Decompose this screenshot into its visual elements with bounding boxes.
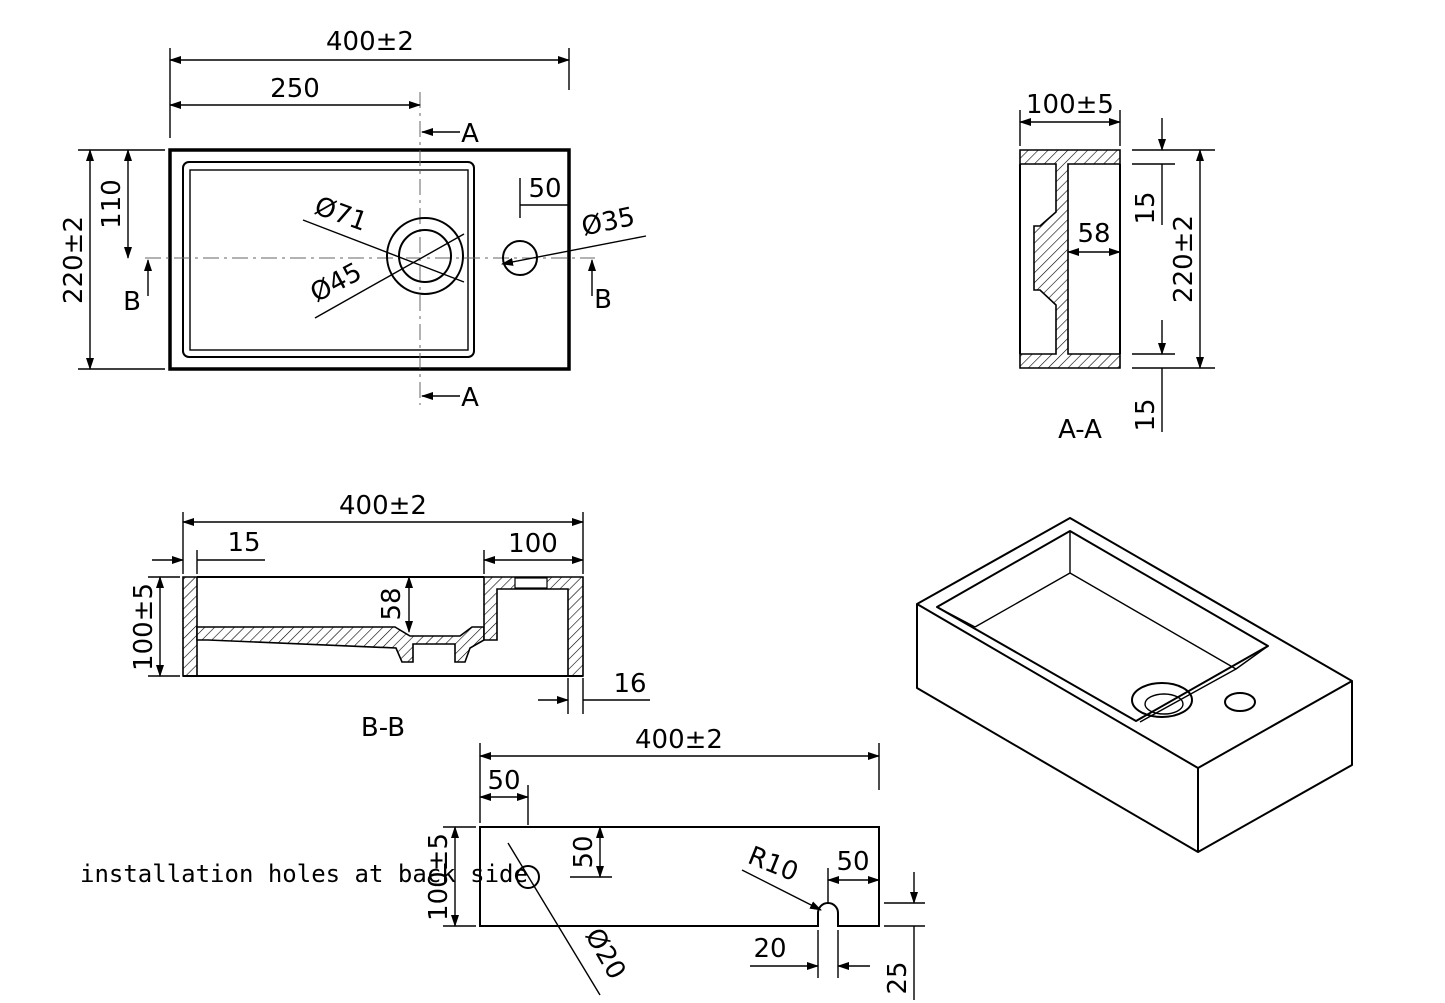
basin-outer-edge [182,161,475,358]
section-a-top-label: A [461,119,479,149]
iso-drain-outer [1131,682,1193,718]
top-view: 400±2 250 220±2 110 A A B B 50 Ø71 Ø45 Ø… [59,27,647,413]
dim-back-height: 100±5 [424,833,454,921]
basin-inner-edge [189,169,469,351]
section-aa-label: A-A [1058,415,1102,445]
dim-aa-height: 220±2 [1169,215,1199,303]
leader-r10 [741,869,822,911]
leader-d45 [314,233,465,319]
dim-aa-wall-top: 15 [1131,191,1161,224]
iso-basin-floor [974,572,1237,723]
dim-bb-depth: 58 [377,587,407,620]
back-outline [479,826,880,927]
drain-inner-circle [398,229,452,283]
section-bb-left-wall [182,576,198,677]
dim-back-hole-height: 50 [569,835,599,868]
dim-top-width: 400±2 [326,27,414,57]
installation-note: installation holes at back side [80,860,528,888]
dim-back-slot-offset: 50 [836,847,869,877]
dim-bb-width: 400±2 [339,491,427,521]
iso-top-face [916,517,1353,769]
dim-top-center: 250 [270,74,320,104]
dim-drain-outer: Ø71 [310,191,371,238]
dim-back-slot-radius: R10 [744,841,803,888]
dim-top-half-height: 110 [97,179,127,229]
iso-side-face [1197,681,1353,853]
section-bb-view: 400±2 15 100 100±5 58 16 B-B [129,491,650,743]
iso-drain-inner [1144,693,1184,715]
section-aa-hatch [1019,149,1121,369]
section-bb-floor [196,626,485,663]
dim-aa-wall-bottom: 15 [1131,398,1161,431]
dim-bb-shelf: 100 [508,529,558,559]
dim-bb-height: 100±5 [129,583,159,671]
install-hole-circle [516,865,540,889]
dim-bb-wall-right: 16 [613,669,646,699]
dim-drain-inner: Ø45 [306,257,367,309]
section-bb-right-block [483,576,584,677]
isometric-view [916,517,1353,853]
dim-aa-width: 100±5 [1026,90,1114,120]
iso-front-face [916,604,1199,853]
dim-top-height: 220±2 [59,216,89,304]
leader-d35 [501,235,647,266]
dim-back-width: 400±2 [635,725,723,755]
leader-d71 [302,219,465,283]
dim-back-slot-width: 20 [753,934,786,964]
back-view: 400±2 50 50 100±5 Ø20 R10 50 20 2 [80,725,925,1000]
dim-back-hole-offset: 50 [487,766,520,796]
section-b-right-label: B [594,285,612,315]
section-aa-view: 100±5 58 220±2 15 15 A-A [1019,90,1215,445]
dim-bb-wall-left: 15 [227,528,260,558]
dim-tap-hole: Ø35 [579,202,638,242]
dim-tap-offset: 50 [528,174,561,204]
drain-outer-circle [386,217,464,295]
iso-tap-hole [1224,692,1256,712]
section-bb-label: B-B [361,713,405,743]
dim-aa-depth: 58 [1077,219,1110,249]
leader-d20 [507,842,601,996]
section-b-left-label: B [123,287,141,317]
section-a-bottom-label: A [461,383,479,413]
top-outline [168,148,571,371]
dim-back-hole-diameter: Ø20 [579,923,632,984]
iso-basin-rim [936,530,1269,722]
dim-back-slot-depth: 25 [883,961,913,994]
